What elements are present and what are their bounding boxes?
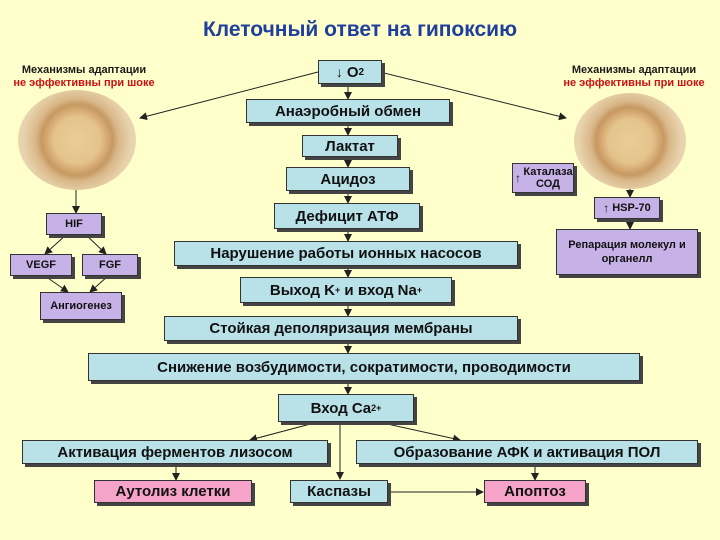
arrow-ca-lysosome [249, 421, 319, 443]
autolysis-box: Аутолиз клетки [94, 480, 252, 503]
lysosome-box: Активация ферментов лизосом [22, 440, 328, 464]
anaerobic-box: Анаэробный обмен [246, 99, 450, 123]
lactate-box: Лактат [302, 135, 398, 157]
down-arrow-icon: ↓ [335, 64, 343, 80]
left-note-line1: Механизмы адаптации [21, 64, 147, 76]
ion-pumps-box: Нарушение работы ионных насосов [174, 241, 518, 266]
page-title: Клеточный ответ на гипоксию [202, 18, 517, 41]
up-arrow-icon: ↑ [603, 201, 610, 215]
arrow-fgf-angio [89, 275, 109, 293]
vegf-box: VEGF [10, 254, 72, 276]
arrow-hif-vegf [44, 232, 69, 255]
k-label: Выход K [269, 281, 335, 299]
left-note: Механизмы адаптации не эффективны при шо… [4, 64, 164, 90]
excitability-box: Снижение возбудимости, сократимости, про… [88, 353, 640, 381]
k-na-box: Выход K+ и вход Na+ [240, 277, 452, 303]
ca-label: Вход Ca [310, 399, 372, 417]
left-cell-image [18, 90, 136, 190]
right-cell-image [574, 93, 686, 189]
right-note-line1: Механизмы адаптации [571, 64, 697, 76]
catalase-box: ↑ Каталаза СОД [512, 163, 574, 193]
catalase-label: Каталаза СОД [523, 166, 573, 190]
arrow-ca-afk [377, 421, 461, 443]
arrow-hif-fgf [83, 232, 107, 255]
afk-box: Образование АФК и активация ПОЛ [356, 440, 698, 464]
right-note: Механизмы адаптации не эффективны при шо… [552, 64, 716, 90]
ca-sup: 2+ [371, 403, 382, 413]
angiogenesis-box: Ангиогенез [40, 292, 122, 320]
arrow-vegf-angio [44, 275, 69, 293]
hif-box: HIF [46, 213, 102, 235]
hsp-box: ↑ HSP-70 [594, 197, 660, 219]
fgf-box: FGF [82, 254, 138, 276]
k-sup: + [335, 285, 341, 295]
o2-label: O [346, 63, 359, 81]
acidosis-box: Ацидоз [286, 167, 410, 191]
apoptosis-box: Апоптоз [484, 480, 586, 503]
depolarization-box: Стойкая деполяризация мембраны [164, 316, 518, 341]
na-sup: + [416, 285, 423, 295]
right-note-line2: не эффективны при шоке [563, 77, 705, 89]
caspases-box: Каспазы [290, 480, 388, 503]
hsp-label: HSP-70 [612, 202, 651, 214]
atp-deficit-box: Дефицит АТФ [274, 203, 420, 229]
na-label: и вход Na [340, 281, 417, 299]
arrow-o2-leftcell [139, 71, 319, 121]
arrow-o2-rightcell [379, 71, 567, 121]
repair-box: Репарация молекул и органелл [556, 229, 698, 275]
left-note-line2: не эффективны при шоке [13, 77, 155, 89]
up-arrow-icon: ↑ [515, 171, 521, 185]
o2-sub: 2 [358, 66, 365, 78]
